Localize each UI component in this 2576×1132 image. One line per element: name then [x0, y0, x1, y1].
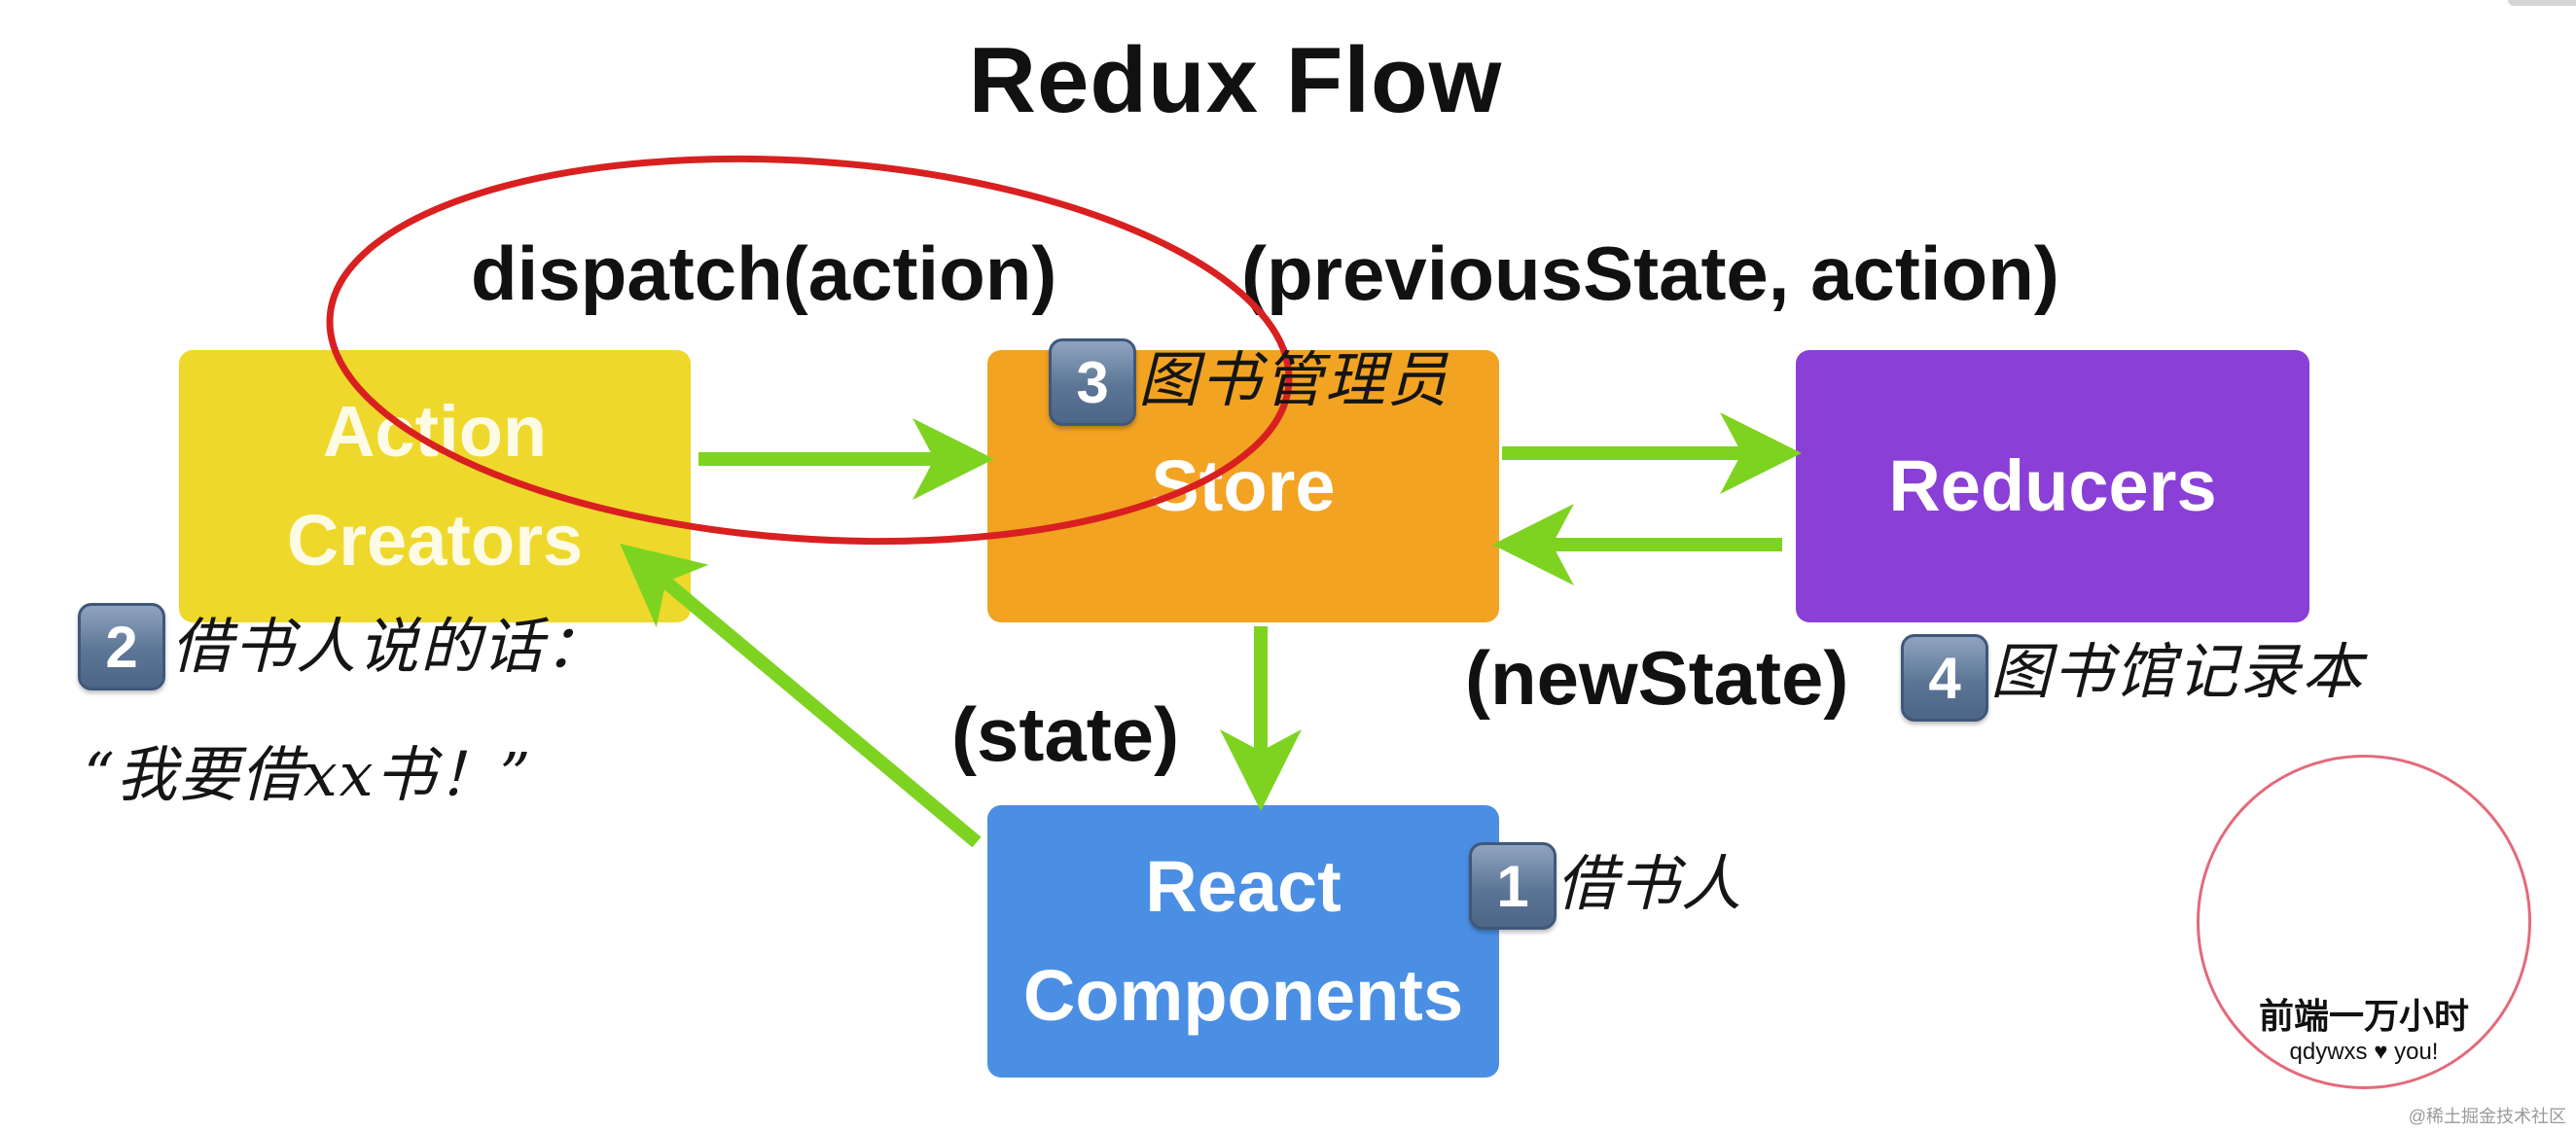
dispatch-label: dispatch(action) [471, 230, 1057, 316]
diagram-title: Redux Flow [968, 28, 1503, 132]
reducers-label: Reducers [1888, 444, 2217, 526]
new-state-label: (newState) [1465, 635, 1849, 721]
badge-3-icon: 3 [1049, 338, 1136, 426]
badge-4-icon: 4 [1901, 634, 1988, 722]
previous-state-label: (previousState, action) [1241, 230, 2059, 316]
react-components-box: React Components [987, 805, 1499, 1078]
watermark-brand: 前端一万小时 [2258, 996, 2469, 1036]
react-components-line-1: React [1145, 845, 1342, 927]
badge-2-icon: 2 [78, 603, 165, 690]
arrow-react-to-action [620, 544, 982, 848]
window-corner-mark [2508, 0, 2576, 6]
action-note-line-1: 借书人说的话： [171, 611, 608, 682]
reducer-note: 图书馆记录本 [1990, 636, 2365, 707]
highlight-ellipse [326, 155, 1293, 546]
action-note-line-2: “我要借xx书！” [84, 739, 533, 810]
store-note: 图书管理员 [1138, 344, 1450, 415]
watermark-slogan: qdywxs ♥ you! [2289, 1039, 2439, 1065]
react-note: 借书人 [1556, 848, 1744, 919]
state-label: (state) [951, 691, 1180, 777]
action-creators-box: Action Creators [179, 350, 691, 622]
reducers-box: Reducers [1796, 350, 2309, 622]
watermark-badge [2197, 755, 2531, 1089]
badge-1-icon: 1 [1469, 842, 1556, 930]
action-creators-line-2: Creators [286, 500, 584, 581]
action-creators-line-1: Action [322, 390, 548, 472]
footer-watermark: @稀土掘金技术社区 [2408, 1107, 2566, 1126]
react-components-line-2: Components [1022, 955, 1464, 1036]
